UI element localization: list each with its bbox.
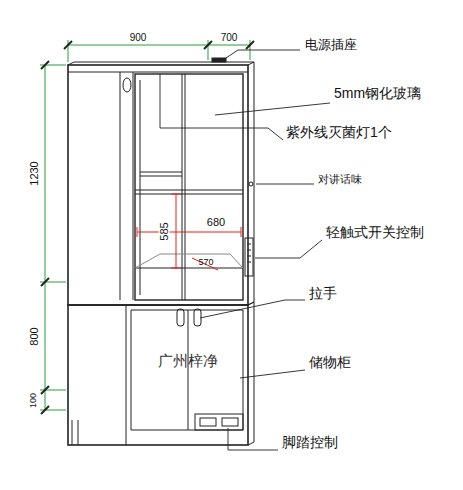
dimension: 100 (30, 392, 39, 407)
callout-label: 5mm钢化玻璃 (334, 86, 421, 100)
callout-label: 紫外线灭菌灯1个 (286, 125, 392, 139)
callout-label: 对讲话味 (318, 174, 362, 185)
upper-housing (68, 65, 248, 305)
dimension: 1230 (28, 161, 39, 185)
callout-label: 电源插座 (305, 38, 357, 51)
callout-label: 脚踏控制 (282, 435, 338, 449)
callout-label: 储物柜 (309, 355, 351, 369)
dimension: 700 (221, 33, 238, 43)
foot-pedal (195, 414, 243, 430)
handle (194, 309, 201, 326)
watermark: 广州梓净 (158, 353, 218, 368)
dimension: 680 (207, 217, 225, 228)
storage-cabinet (68, 305, 248, 445)
glass-window (135, 74, 243, 300)
callout-label: 拉手 (309, 286, 337, 300)
dimension: 900 (130, 33, 147, 43)
callout-label: 轻触式开关控制 (326, 225, 424, 239)
dimension: 570 (198, 258, 213, 267)
dimension: 800 (28, 327, 39, 345)
handle (177, 309, 184, 326)
dimension: 585 (158, 222, 169, 240)
